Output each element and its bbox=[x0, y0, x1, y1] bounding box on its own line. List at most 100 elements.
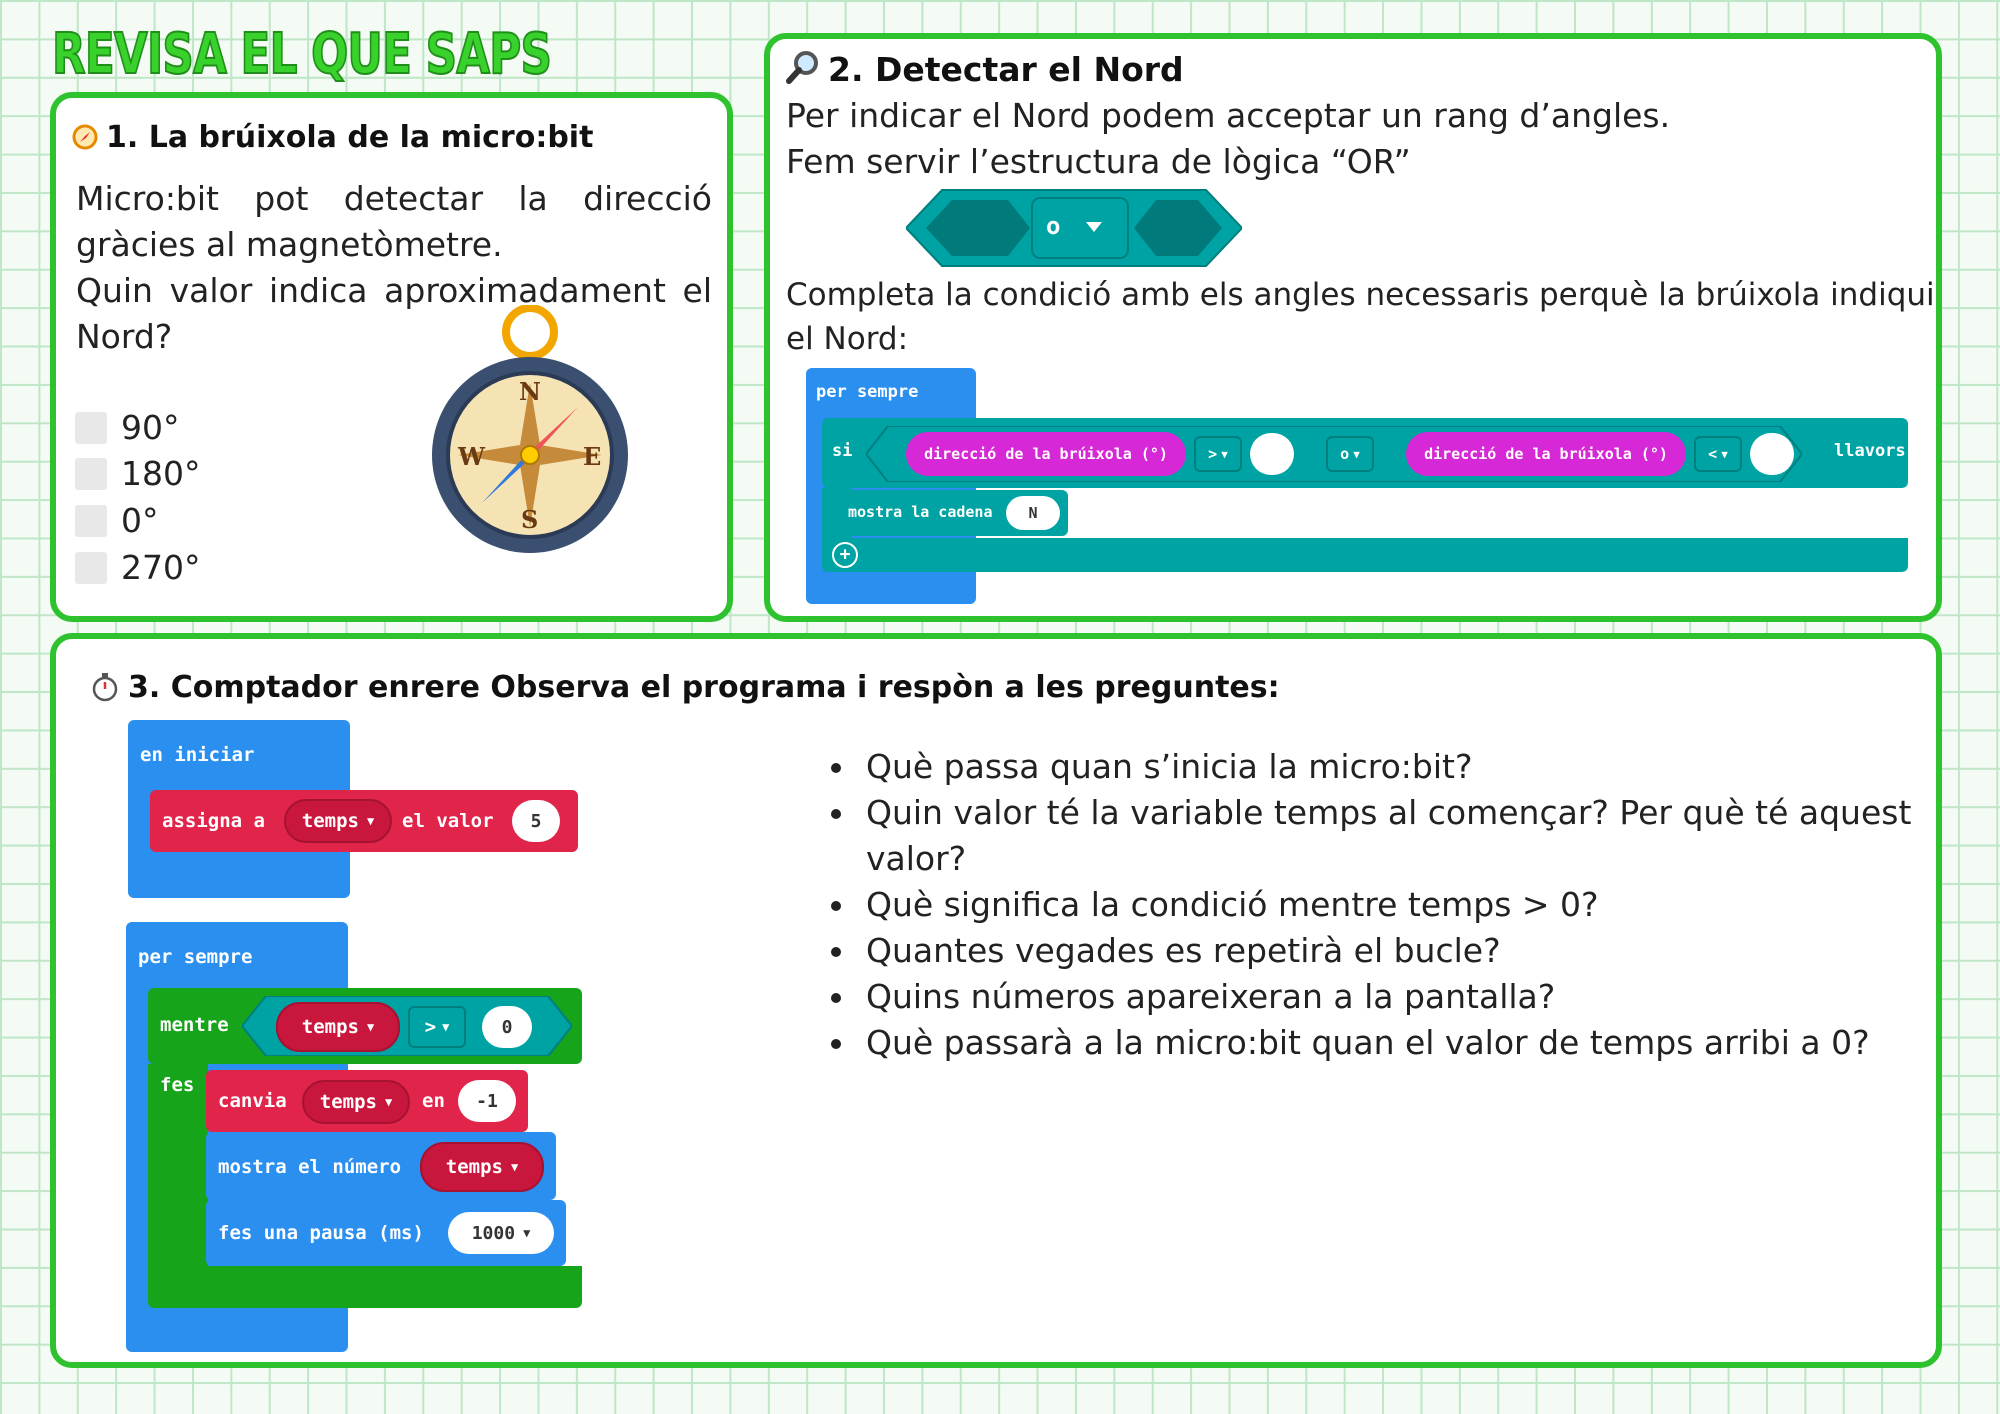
variable-label: temps bbox=[301, 1016, 359, 1038]
variable-label: temps bbox=[301, 810, 359, 832]
logic-dropdown[interactable]: o▼ bbox=[1326, 436, 1374, 472]
initial-value: 5 bbox=[530, 810, 542, 832]
compare-value-input[interactable]: 0 bbox=[482, 1006, 532, 1048]
page-title: REVISA EL QUE SAPS bbox=[51, 21, 553, 88]
operator-label: > bbox=[424, 1016, 437, 1038]
show-string-label: mostra la cadena bbox=[848, 503, 993, 521]
change-value-input[interactable]: -1 bbox=[458, 1080, 516, 1122]
operator-label: < bbox=[1708, 445, 1718, 463]
or-logic-block[interactable]: o bbox=[904, 188, 1244, 268]
then-label: llavors bbox=[1834, 441, 1906, 461]
operator-label: > bbox=[1208, 445, 1218, 463]
pause-value-dropdown[interactable]: 1000 ▼ bbox=[448, 1212, 554, 1254]
option-label: 90° bbox=[121, 408, 180, 447]
compass-west-label: W bbox=[458, 442, 485, 471]
chevron-down-icon: ▼ bbox=[384, 1095, 393, 1109]
section2-line2: Fem servir l’estructura de lògica “OR” bbox=[786, 142, 1411, 181]
checkbox[interactable] bbox=[75, 457, 107, 490]
pause-value: 1000 bbox=[471, 1222, 516, 1244]
on-start-label: en iniciar bbox=[140, 744, 255, 766]
initial-value-input[interactable]: 5 bbox=[512, 800, 560, 842]
option-180[interactable]: 180° bbox=[75, 454, 201, 493]
checkbox[interactable] bbox=[75, 504, 107, 537]
compass-icon bbox=[72, 124, 98, 150]
compare-operator-dropdown[interactable]: >▼ bbox=[408, 1006, 466, 1048]
magnifier-icon bbox=[786, 50, 820, 84]
operator-dropdown-2[interactable]: <▼ bbox=[1694, 436, 1742, 472]
show-number-label: mostra el número bbox=[218, 1156, 402, 1178]
logic-label: o bbox=[1340, 445, 1350, 463]
variable-reporter-show[interactable]: temps ▼ bbox=[420, 1142, 544, 1192]
section1-line1: Micro:bit pot detectar la direcció bbox=[76, 179, 712, 218]
angle-input-2[interactable] bbox=[1750, 433, 1794, 475]
section3-heading: 3. Comptador enrere Observa el programa … bbox=[128, 670, 1280, 705]
forever-label: per sempre bbox=[138, 946, 253, 968]
section2-line4: el Nord: bbox=[786, 321, 909, 357]
section1-line3: Quin valor indica aproximadament el bbox=[76, 271, 712, 310]
option-label: 0° bbox=[121, 501, 159, 540]
question-item: Quantes vegades es repetirà el bucle? bbox=[858, 928, 1998, 974]
compass-reading-block-1[interactable]: direcció de la brúixola (°) bbox=[906, 432, 1186, 476]
compass-illustration-icon: N S E W bbox=[430, 304, 630, 560]
operator-dropdown-1[interactable]: >▼ bbox=[1194, 436, 1242, 472]
section1-heading: 1. La brúixola de la micro:bit bbox=[106, 120, 594, 155]
question-item: Què passarà a la micro:bit quan el valor… bbox=[858, 1020, 1998, 1066]
variable-dropdown-change[interactable]: temps ▼ bbox=[302, 1080, 410, 1124]
compass-reading-block-2[interactable]: direcció de la brúixola (°) bbox=[1406, 432, 1686, 476]
compass-south-label: S bbox=[521, 505, 539, 534]
panel-compass-question bbox=[50, 92, 733, 622]
checkbox[interactable] bbox=[75, 551, 107, 584]
section1-line2: gràcies al magnetòmetre. bbox=[76, 225, 503, 264]
question-item: Quins números apareixeran a la pantalla? bbox=[858, 974, 1998, 1020]
chevron-down-icon: ▼ bbox=[1353, 447, 1360, 461]
or-block-label: o bbox=[1046, 212, 1061, 240]
do-label: fes bbox=[160, 1074, 195, 1096]
forever-label: per sempre bbox=[816, 382, 919, 402]
change-label: canvia bbox=[218, 1090, 287, 1112]
section2-line1: Per indicar el Nord podem acceptar un ra… bbox=[786, 96, 1671, 135]
string-value: N bbox=[1028, 504, 1038, 522]
stopwatch-icon bbox=[92, 672, 118, 702]
plus-icon[interactable]: + bbox=[832, 542, 858, 568]
compass-reading-label: direcció de la brúixola (°) bbox=[1424, 445, 1668, 463]
chevron-down-icon: ▼ bbox=[366, 1020, 375, 1034]
variable-reporter-temps[interactable]: temps ▼ bbox=[276, 1002, 400, 1052]
string-input[interactable]: N bbox=[1006, 496, 1060, 530]
compare-value: 0 bbox=[501, 1016, 513, 1038]
section2-line3: Completa la condició amb els angles nece… bbox=[786, 277, 1935, 313]
while-body-rail: fes bbox=[148, 1064, 208, 1270]
section1-line4: Nord? bbox=[76, 317, 173, 356]
question-item: Què significa la condició mentre temps >… bbox=[858, 882, 1998, 928]
chevron-down-icon: ▼ bbox=[1721, 447, 1728, 461]
option-270[interactable]: 270° bbox=[75, 548, 201, 587]
checkbox[interactable] bbox=[75, 411, 107, 444]
set-label: assigna a bbox=[162, 810, 265, 832]
compass-reading-label: direcció de la brúixola (°) bbox=[924, 445, 1168, 463]
chevron-down-icon: ▼ bbox=[442, 1020, 450, 1034]
angle-input-1[interactable] bbox=[1250, 433, 1294, 475]
if-block-footer: + bbox=[822, 538, 1908, 572]
variable-label: temps bbox=[319, 1091, 377, 1113]
option-0[interactable]: 0° bbox=[75, 501, 159, 540]
chevron-down-icon: ▼ bbox=[510, 1160, 519, 1174]
pause-label: fes una pausa (ms) bbox=[218, 1222, 424, 1244]
option-label: 270° bbox=[121, 548, 201, 587]
by-label: en bbox=[422, 1090, 445, 1112]
section2-heading: 2. Detectar el Nord bbox=[828, 50, 1184, 89]
variable-label: temps bbox=[445, 1156, 503, 1178]
chevron-down-icon: ▼ bbox=[366, 814, 375, 828]
change-value: -1 bbox=[476, 1090, 498, 1112]
chevron-down-icon: ▼ bbox=[1221, 447, 1228, 461]
question-item: Què passa quan s’inicia la micro:bit? bbox=[858, 744, 1998, 790]
option-90[interactable]: 90° bbox=[75, 408, 180, 447]
while-block-footer bbox=[148, 1266, 582, 1308]
question-item: Quin valor té la variable temps al comen… bbox=[858, 790, 1998, 882]
variable-dropdown-temps[interactable]: temps ▼ bbox=[284, 799, 392, 843]
if-label: si bbox=[832, 441, 853, 461]
while-label: mentre bbox=[160, 1014, 229, 1036]
compass-east-label: E bbox=[583, 442, 602, 471]
chevron-down-icon: ▼ bbox=[523, 1226, 531, 1240]
option-label: 180° bbox=[121, 454, 201, 493]
questions-list: Què passa quan s’inicia la micro:bit? Qu… bbox=[820, 744, 1998, 1066]
to-value-label: el valor bbox=[402, 810, 494, 832]
